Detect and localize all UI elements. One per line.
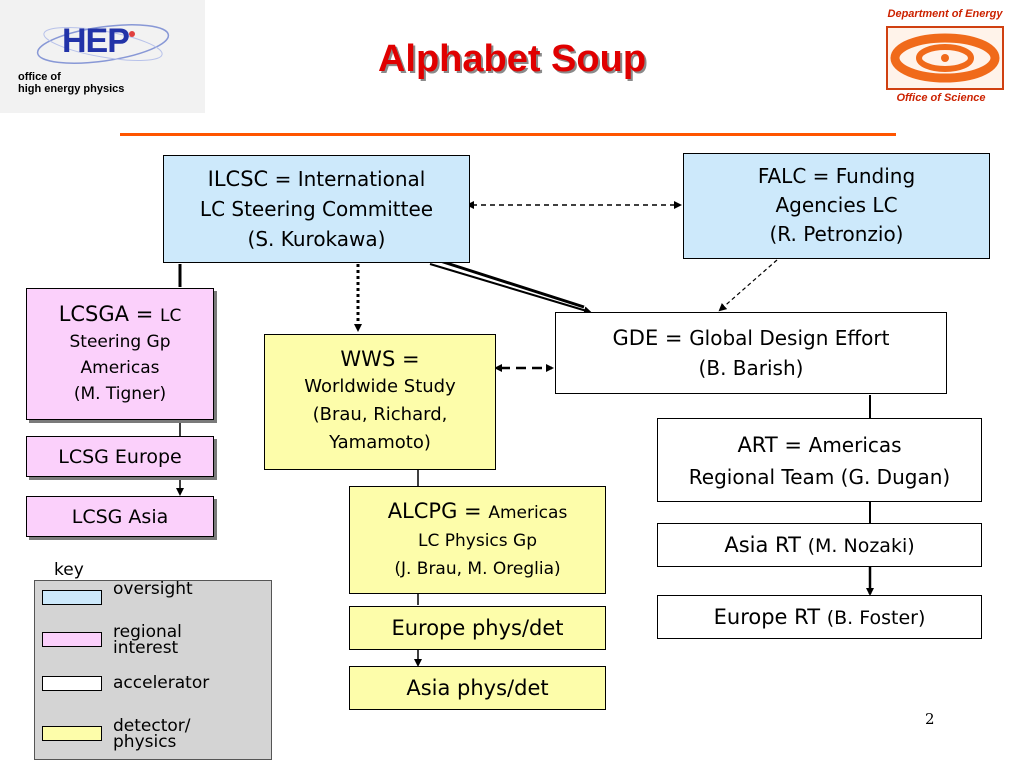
node-ilcsc: ILCSC = International LC Steering Commit…: [163, 155, 470, 263]
link-ilcsc-gde-a: [436, 258, 585, 309]
alcpg-line1: ALCPG = Americas: [387, 499, 568, 523]
link-falc-gde: [718, 259, 778, 312]
falc-line3: (R. Petronzio): [769, 222, 904, 246]
ilcsc-line3: (S. Kurokawa): [247, 227, 386, 251]
node-gde: GDE = Global Design Effort (B. Barish): [555, 312, 947, 394]
lcsg-asia-label: LCSG Asia: [71, 506, 169, 528]
node-lcsg-asia: LCSG Asia: [26, 496, 214, 537]
page-number: 2: [925, 710, 935, 728]
node-wws: WWS = Worldwide Study (Brau, Richard, Ya…: [264, 334, 496, 470]
key-label-regional: regional interest: [113, 622, 182, 658]
art-line1: ART = Americas: [737, 433, 902, 457]
node-europe-physdet: Europe phys/det: [349, 606, 606, 650]
page-title: Alphabet Soup: [377, 38, 647, 80]
wws-line1: WWS =: [340, 347, 420, 371]
doe-logo-bottom-text: Office of Science: [896, 92, 986, 104]
node-art: ART = Americas Regional Team (G. Dugan): [657, 418, 982, 502]
key-title: key: [54, 560, 84, 580]
key-label-detector: detector/ physics: [113, 716, 191, 752]
asia-physdet-label: Asia phys/det: [406, 676, 549, 700]
node-alcpg: ALCPG = Americas LC Physics Gp (J. Brau,…: [349, 486, 606, 594]
key-swatch-detector: [42, 726, 102, 741]
key-label-oversight: oversight: [113, 579, 193, 599]
ilcsc-line2: LC Steering Committee: [199, 197, 434, 221]
art-line2: Regional Team (G. Dugan): [688, 465, 951, 489]
hep-orbit-icon: [36, 24, 170, 64]
hep-logo: HEP office of high energy physics: [0, 0, 205, 113]
key-swatch-regional: [42, 632, 102, 647]
lcsg-europe-label: LCSG Europe: [58, 446, 182, 468]
hep-subtitle-line1: office of: [18, 71, 61, 83]
europe-rt-label: Europe RT (B. Foster): [713, 605, 926, 629]
asia-rt-label: Asia RT (M. Nozaki): [724, 533, 915, 557]
title-divider: [120, 133, 896, 136]
key-swatch-oversight: [42, 590, 102, 605]
key-swatch-accelerator: [42, 676, 102, 691]
europe-physdet-label: Europe phys/det: [391, 616, 564, 640]
node-europe-rt: Europe RT (B. Foster): [657, 595, 982, 639]
node-lcsga: LCSGA = LC Steering Gp Americas (M. Tign…: [26, 288, 214, 420]
doe-logo-top-text: Department of Energy: [887, 8, 1003, 20]
ilcsc-line1: ILCSC = International: [207, 167, 426, 191]
wws-line2: Worldwide Study: [304, 376, 456, 397]
node-asia-rt: Asia RT (M. Nozaki): [657, 523, 982, 567]
doe-logo-icon: [886, 26, 1004, 90]
hep-subtitle-line2: high energy physics: [18, 83, 125, 95]
falc-line1: FALC = Funding: [757, 164, 916, 188]
link-ilcsc-gde-b: [429, 263, 592, 315]
alcpg-line3: (J. Brau, M. Oreglia): [394, 559, 561, 579]
node-falc: FALC = Funding Agencies LC (R. Petronzio…: [683, 153, 990, 259]
alcpg-line2: LC Physics Gp: [418, 531, 537, 551]
gde-line2: (B. Barish): [698, 356, 804, 380]
node-asia-physdet: Asia phys/det: [349, 666, 606, 710]
hep-abbr: HEP: [62, 22, 130, 60]
node-lcsg-europe: LCSG Europe: [26, 436, 214, 477]
key-label-accelerator: accelerator: [113, 673, 210, 693]
wws-line4: Yamamoto): [329, 432, 431, 453]
lcsga-line1: LCSGA = LC: [58, 302, 182, 326]
key-panel: [34, 580, 272, 760]
lcsga-line2: Steering Gp: [69, 332, 171, 352]
gde-line1: GDE = Global Design Effort: [612, 326, 890, 350]
wws-line3: (Brau, Richard,: [312, 404, 448, 425]
falc-line2: Agencies LC: [775, 193, 898, 217]
lcsga-line3: Americas: [80, 358, 160, 378]
lcsga-line4: (M. Tigner): [73, 384, 167, 404]
